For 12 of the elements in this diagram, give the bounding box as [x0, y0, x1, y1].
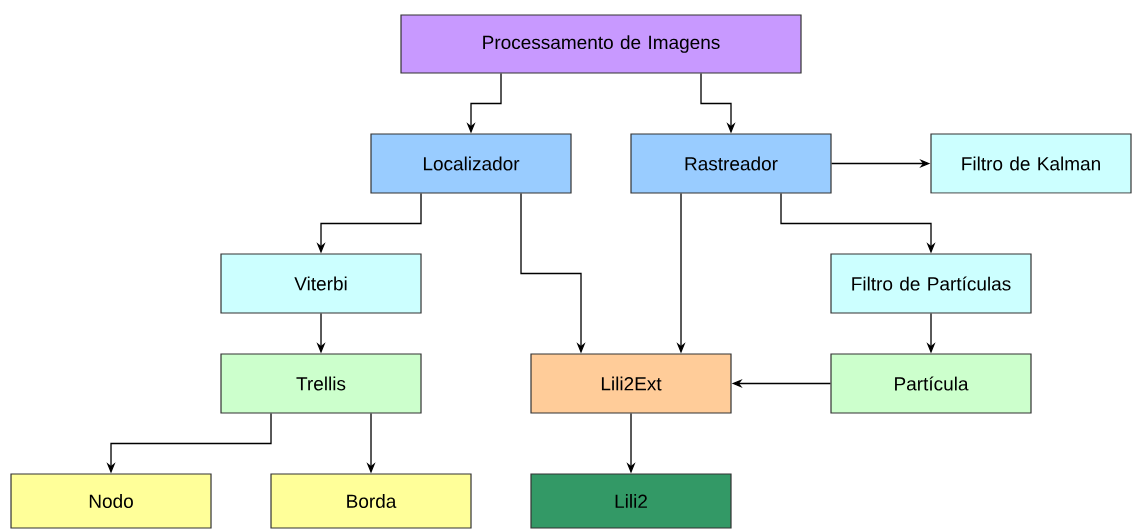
process-box: Processamento de Imagens [400, 14, 802, 74]
process-box: Nodo [10, 473, 212, 529]
process-box: Lili2Ext [530, 353, 732, 414]
process-box: Filtro de Kalman [930, 133, 1132, 194]
process-box: Filtro de Partículas [830, 253, 1032, 314]
process-box: Localizador [370, 133, 572, 194]
process-box: Rastreador [630, 133, 832, 194]
process-box: Partícula [830, 353, 1032, 414]
process-box: Trellis [220, 353, 422, 414]
process-box: Viterbi [220, 253, 422, 314]
process-box: Lili2 [530, 473, 732, 529]
process-box: Borda [270, 473, 472, 529]
